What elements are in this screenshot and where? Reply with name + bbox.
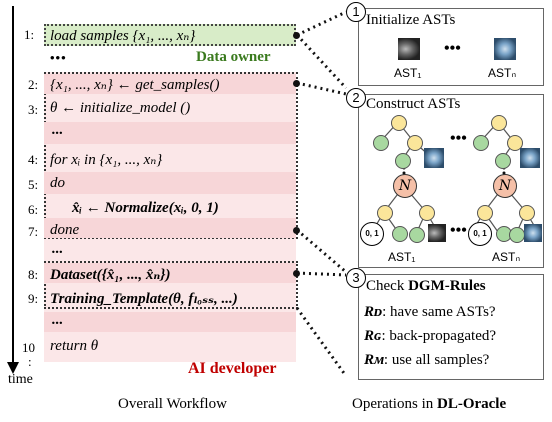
rule-rd-label: Rᴅ <box>364 304 383 320</box>
tree2-node-leaf <box>495 153 511 169</box>
step8-row <box>44 263 296 283</box>
step1-num: 1: <box>24 27 35 42</box>
rule-rd: Rᴅ: have same ASTs? <box>364 304 496 321</box>
dots-c-row <box>44 312 296 332</box>
oracle-caption-prefix: Operations in <box>352 396 437 412</box>
xray-image-n <box>494 38 516 60</box>
step4-code: for xᵢ in {x₁, ..., xₙ} <box>50 152 163 168</box>
rule-rg-text: : back-propagated? <box>381 328 497 344</box>
time-label: time <box>8 372 33 387</box>
tree1-xray <box>424 148 444 168</box>
step7-code: done <box>50 222 80 238</box>
step10-code: return θ <box>50 338 99 354</box>
tree1-mid-left-node <box>377 205 393 221</box>
rule-rm: Rᴍ: use all samples? <box>364 352 489 369</box>
ai-developer-label: AI developer <box>188 360 277 377</box>
step1-code: load samples {x₁, ..., xₙ} <box>50 28 196 44</box>
step5-num: 5: <box>28 177 39 192</box>
tree2-node-left <box>473 135 489 151</box>
badge-3: 3 <box>346 268 366 288</box>
tree2-n-node: N <box>493 174 517 198</box>
rule-rm-label: Rᴍ <box>364 352 384 368</box>
dots-c: ... <box>52 312 64 328</box>
dots-a-row <box>44 122 296 144</box>
step7-num: 7: <box>28 224 39 239</box>
step9-num: 9: <box>28 291 39 306</box>
workflow-panel: time 1: load samples {x₁, ..., xₙ} ••• D… <box>7 6 300 412</box>
step8-anchor-dot <box>293 270 300 277</box>
oracle-caption: Operations in DL-Oracle <box>352 396 506 413</box>
tree1-leaf-green <box>392 226 408 242</box>
step3-code: θ ← initialize_model () <box>50 100 191 116</box>
tree2-root-node <box>491 115 507 131</box>
dots-b: ... <box>52 241 64 257</box>
step3-num: 3: <box>28 102 39 117</box>
box2-ellipsis-top: ••• <box>450 130 467 147</box>
tree2-xray <box>520 148 540 168</box>
badge-1: 1 <box>346 2 366 22</box>
step5-code: do <box>50 175 65 191</box>
tree1-leaf-xray <box>428 224 446 242</box>
tree1-mid-right-node <box>419 205 435 221</box>
step4-num: 4: <box>28 152 39 167</box>
step7-anchor-dot <box>293 227 300 234</box>
step10-colon: : <box>28 354 32 369</box>
step6-code: x̂ᵢ ← Normalize(xᵢ, 0, 1) <box>72 200 219 216</box>
xray-image-1 <box>398 38 420 60</box>
box2-ast1-label: AST₁ <box>388 250 416 264</box>
step2-code: {x₁, ..., xₙ} ← get_samples() <box>50 77 220 93</box>
step9-code: Training_Template(θ, fₗₒₛₛ, ...) <box>50 291 238 307</box>
box3-title-bold: DGM-Rules <box>408 278 486 294</box>
time-arrowhead <box>7 362 19 374</box>
box1-astn-label: ASTₙ <box>488 66 517 80</box>
step5-row <box>44 172 296 194</box>
step8-num: 8: <box>28 267 39 282</box>
dots-a: ... <box>52 122 64 138</box>
step10-num: 10 <box>22 340 35 355</box>
time-arrow <box>12 6 14 364</box>
tree1-root-node <box>391 115 407 131</box>
data-owner-label: Data owner <box>196 49 271 65</box>
badge-2: 2 <box>346 88 366 108</box>
step6-num: 6: <box>28 202 39 217</box>
tree1-leaf-green-2 <box>409 227 425 243</box>
step2-num: 2: <box>28 77 39 92</box>
tree1-node-right <box>407 135 423 151</box>
tree1-leaf-01: 0, 1 <box>360 222 384 246</box>
tree1-n-node: N <box>393 174 417 198</box>
box1-title: Initialize ASTs <box>366 12 456 28</box>
box3-title: Check DGM-Rules <box>366 278 486 295</box>
ellipsis-1: ••• <box>50 50 67 65</box>
rule-rd-text: : have same ASTs? <box>382 304 496 320</box>
box3-title-prefix: Check <box>366 278 409 294</box>
box2-title: Construct ASTs <box>366 96 461 112</box>
check-rules-box <box>358 274 544 380</box>
workflow-caption: Overall Workflow <box>118 396 227 412</box>
tree2-leaf-green-2 <box>509 227 525 243</box>
step7-row <box>44 218 296 238</box>
tree1-node-leaf <box>395 153 411 169</box>
tree1-node-left <box>373 135 389 151</box>
rule-rg: Rɢ: back-propagated? <box>364 328 496 345</box>
box2-astn-label: ASTₙ <box>492 250 521 264</box>
oracle-caption-bold: DL-Oracle <box>436 396 507 412</box>
tree2-leaf-xray <box>524 224 542 242</box>
rule-rg-label: Rɢ <box>364 328 382 344</box>
steps-8-9-box <box>44 261 298 309</box>
tree2-mid-left-node <box>477 205 493 221</box>
tree2-node-right <box>507 135 523 151</box>
rule-rm-text: : use all samples? <box>383 352 490 368</box>
box1-ast1-label: AST₁ <box>394 66 422 80</box>
box1-ellipsis: ••• <box>444 40 461 57</box>
step8-code: Dataset({x̂₁, ..., x̂ₙ}) <box>50 267 171 283</box>
box2-ellipsis-bottom: ••• <box>450 222 467 239</box>
tree2-mid-right-node <box>519 205 535 221</box>
tree2-leaf-01: 0, 1 <box>468 222 492 246</box>
steps-2-7-box <box>44 72 298 239</box>
step2-row <box>44 74 296 94</box>
step2-anchor-dot <box>293 80 300 87</box>
